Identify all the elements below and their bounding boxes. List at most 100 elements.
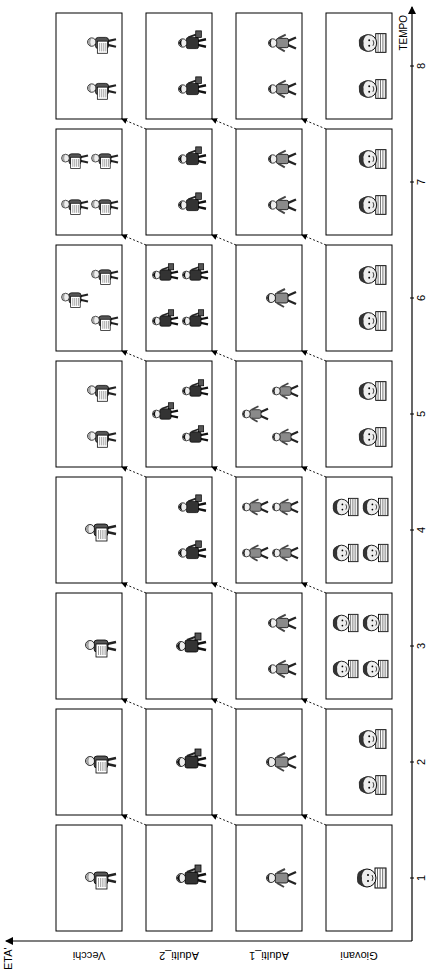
jacket <box>250 410 261 419</box>
child-hair <box>359 267 367 284</box>
person-figure <box>182 426 208 442</box>
person-figure <box>268 35 296 52</box>
eye <box>368 387 370 389</box>
arm <box>282 395 288 398</box>
head <box>177 642 186 651</box>
shirt-stripe <box>382 660 383 677</box>
newspaper-line <box>102 530 103 539</box>
arm <box>282 441 288 444</box>
head <box>182 433 190 441</box>
white-hair <box>88 432 90 440</box>
population-box <box>236 477 302 583</box>
arm <box>278 81 285 85</box>
person-figure <box>359 34 386 53</box>
shirt-stripe <box>357 614 358 631</box>
person-figure <box>62 154 88 169</box>
hair <box>153 317 156 325</box>
arm <box>252 499 259 502</box>
briefcase <box>195 633 201 640</box>
head <box>178 155 186 163</box>
newspaper-line <box>104 159 105 167</box>
newspaper-line <box>108 205 109 213</box>
child-hair <box>333 615 341 631</box>
population-box <box>146 825 212 931</box>
time-tick: 5 <box>415 411 427 417</box>
newspaper <box>71 296 81 307</box>
eye <box>342 504 344 506</box>
child-head <box>334 615 350 631</box>
hair <box>183 387 186 395</box>
shirt-stripe <box>382 196 383 215</box>
shirt-stripe <box>382 34 383 53</box>
person-figure <box>152 310 178 326</box>
jacket <box>280 433 291 442</box>
population-box <box>146 13 212 119</box>
suit <box>190 316 201 326</box>
newspaper <box>101 273 111 284</box>
population-box <box>146 593 212 699</box>
arm <box>282 383 289 386</box>
population-box <box>326 129 392 235</box>
child-head <box>334 661 350 677</box>
white-hair <box>62 293 64 301</box>
eye <box>342 555 344 557</box>
newspaper-line <box>101 43 102 51</box>
ageing-arrow <box>212 583 236 593</box>
head <box>182 271 190 279</box>
person-figure <box>152 403 178 419</box>
head <box>178 85 186 93</box>
ageing-arrow <box>302 351 326 361</box>
shirt-stripe <box>378 34 379 53</box>
population-box <box>326 13 392 119</box>
population-box <box>326 477 392 583</box>
arm <box>277 303 284 307</box>
head <box>182 387 190 395</box>
arm <box>252 418 258 421</box>
arm <box>188 197 195 200</box>
tick-mark <box>410 182 414 183</box>
ageing-arrow <box>122 119 146 129</box>
hair <box>269 619 272 627</box>
arm <box>252 545 259 548</box>
eye <box>368 741 370 743</box>
arm <box>277 869 285 873</box>
tick-mark <box>410 66 414 67</box>
shirt-stripe <box>387 660 388 677</box>
hair <box>267 294 270 303</box>
suit <box>160 409 171 419</box>
head <box>92 316 100 324</box>
head <box>182 317 190 325</box>
population-box <box>146 477 212 583</box>
person-figure <box>333 614 358 631</box>
population-box <box>326 361 392 467</box>
shirt-stripe <box>378 428 379 447</box>
child-hair <box>333 661 341 677</box>
ageing-arrow <box>212 351 236 361</box>
person-figure <box>268 151 296 168</box>
newspaper-line <box>105 437 106 445</box>
arm <box>282 429 289 432</box>
arm <box>192 383 199 386</box>
population-box <box>326 245 392 351</box>
white-hair <box>62 200 64 208</box>
head <box>268 665 276 673</box>
suit <box>185 872 198 884</box>
person-figure <box>272 545 298 561</box>
head <box>177 758 186 767</box>
head <box>268 201 276 209</box>
newspaper <box>97 435 107 447</box>
newspaper-line <box>103 89 104 97</box>
head <box>92 200 100 208</box>
head <box>152 410 160 418</box>
arm <box>187 869 195 872</box>
head <box>268 619 276 627</box>
shirt-stripe <box>382 428 383 447</box>
newspaper-line <box>102 205 103 213</box>
eye <box>372 666 374 668</box>
shirt-stripe <box>385 196 386 215</box>
mouth <box>372 388 374 394</box>
ageing-arrow <box>212 467 236 477</box>
jacket <box>275 293 288 303</box>
arm <box>162 267 169 270</box>
ageing-arrow <box>302 815 326 825</box>
